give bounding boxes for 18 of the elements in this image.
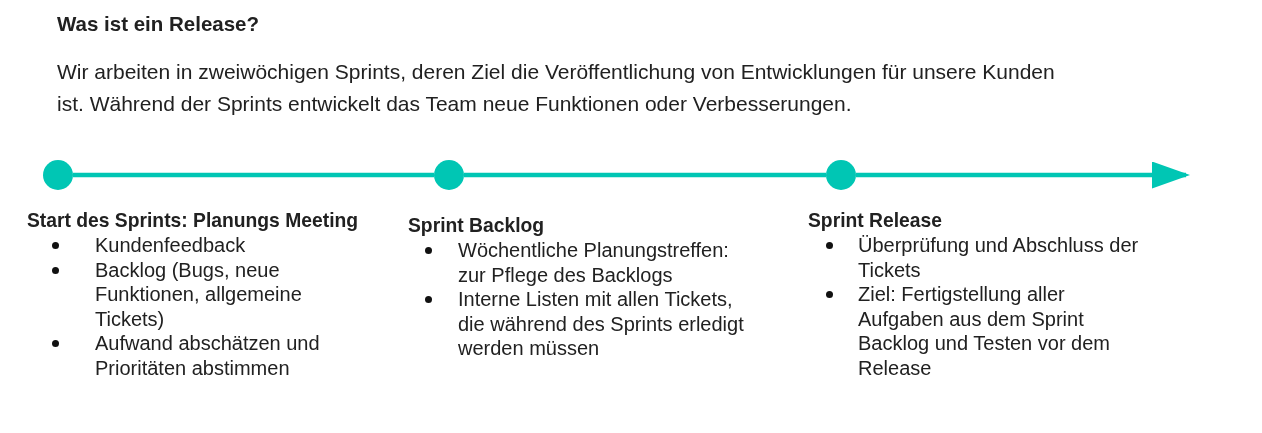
milestone-heading: Sprint Backlog bbox=[408, 214, 545, 238]
list-item: Überprüfung und Abschluss der Tickets bbox=[858, 233, 1140, 283]
list-item: Aufwand abschätzen und Prioritäten abstimmen bbox=[95, 331, 321, 381]
list-item: Kundenfeedback bbox=[95, 233, 247, 258]
timeline-dot bbox=[43, 160, 73, 190]
timeline-line bbox=[73, 172, 434, 178]
timeline-line bbox=[464, 172, 826, 178]
timeline-dot bbox=[826, 160, 856, 190]
timeline-arrow bbox=[856, 161, 1190, 189]
list-item: Ziel: Fertigstellung aller Aufgaben aus dem Sprint Backlog und Testen vor dem Release bbox=[858, 282, 1111, 381]
list-item: Wöchentliche Planungstreffen: zur Pflege des Backlogs bbox=[458, 238, 730, 288]
milestone-heading: Start des Sprints: Planungs Meeting bbox=[27, 209, 359, 233]
timeline-dot bbox=[434, 160, 464, 190]
title: Was ist ein Release? bbox=[57, 12, 260, 36]
list-item: Interne Listen mit allen Tickets, die während des Sprints erledigt werden müssen bbox=[458, 287, 745, 361]
list-item: Backlog (Bugs, neue Funktionen, allgemeine Tickets) bbox=[95, 257, 303, 332]
milestone-heading: Sprint Release bbox=[808, 209, 942, 233]
intro-paragraph: Wir arbeiten in zweiwöchigen Sprints, deren Ziel die Veröffentlichung von Entwicklungen für unsere Kunden ist. Während der Sprints entwickelt das Team neue Funktionen oder Verbesserungen. bbox=[57, 59, 1056, 117]
